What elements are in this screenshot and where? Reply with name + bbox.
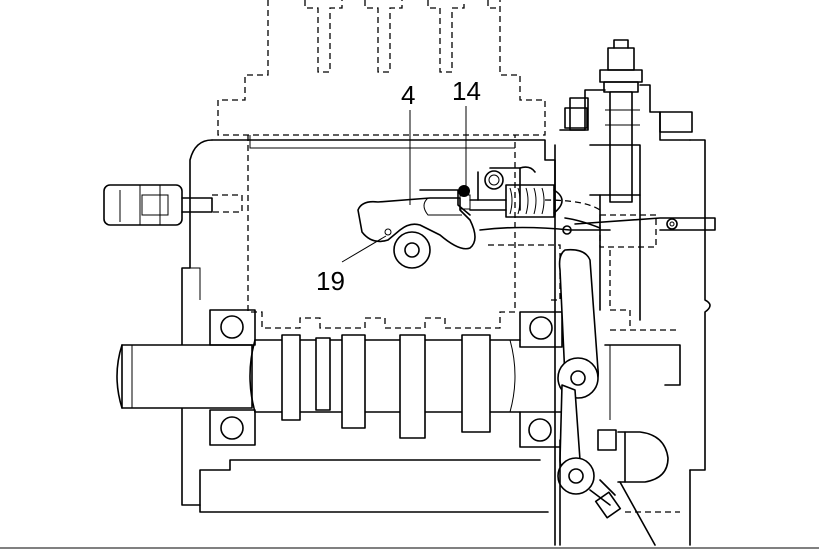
callout-leaders: [341, 106, 467, 263]
bottom-right-fittings: [559, 429, 680, 546]
governor-top-assembly: [554, 39, 693, 321]
camshaft: [116, 309, 563, 448]
governor-lever: [357, 166, 716, 269]
callout-14: 14: [452, 76, 481, 106]
internal-linkage-dashed: [488, 199, 680, 331]
left-fitting: [103, 184, 243, 226]
callout-19: 19: [316, 266, 345, 296]
callout-4: 4: [401, 80, 415, 110]
governor-housing-outline: [217, 0, 546, 329]
lower-lever: [557, 248, 681, 519]
pump-body: [181, 135, 711, 546]
adjusting-pin: [458, 185, 471, 210]
pivot-point: [384, 228, 392, 236]
